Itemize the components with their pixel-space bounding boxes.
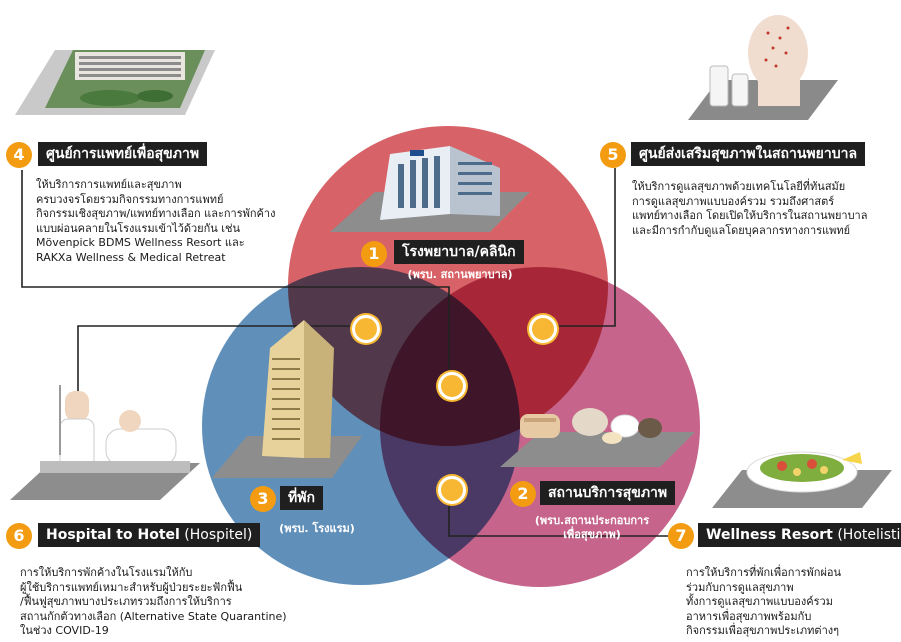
section-7-number: 7 [668,523,694,549]
section-1-number: 1 [361,241,387,267]
section-4-number: 4 [6,142,32,168]
section-3-subtitle: (พรบ. โรงแรม) [279,522,355,535]
spa-items-image [500,408,695,467]
resort-aerial-image [15,50,215,115]
connector-4 [21,170,450,383]
section-5-title: ศูนย์ส่งเสริมสุขภาพในสถานพยาบาล [631,142,866,166]
section-7-line: อาหารเพื่อสุขภาพพร้อมกับ [686,609,812,623]
section-1-subtitle: (พรบ. สถานพยาบาล) [407,268,513,281]
section-4-title: ศูนย์การแพทย์เพื่อสุขภาพ [38,142,208,166]
section-5-number: 5 [600,142,626,168]
section-5-line: แพทย์ทางเลือก โดยเปิดให้บริการในสถานพยาบ… [632,209,868,223]
section-5-description: ให้บริการดูแลสุขภาพด้วยเทคโนโลยีที่ทันสม… [632,180,867,238]
doctor-patient-image [10,385,200,500]
section-4-line: ครบวงจรโดยรวมกิจกรรมทางการแพทย์ [36,192,224,206]
connector-6 [77,325,364,392]
connector-5 [540,168,616,327]
section-6-title-suffix: (Hospitel) [179,527,253,543]
marker-hospital-wellness [529,315,557,343]
marker-center [438,372,466,400]
section-6-title-main: Hospital to Hotel [46,527,180,543]
section-5-line: การดูแลสุขภาพแบบองค์รวม รวมถึงศาสตร์ [632,194,835,208]
section-2-title: สถานบริการสุขภาพ [540,481,676,505]
section-2-number: 2 [510,481,536,507]
section-4-line: RAKXa Wellness & Medical Retreat [36,250,226,264]
salad-bowl-image [712,451,892,508]
section-6-line: ในช่วง COVID-19 [20,624,109,638]
section-7-line: กิจกรรมเพื่อสุขภาพประเภทต่างๆ [686,624,840,638]
section-2-subtitle-line2: เพื่อสุขภาพ) [563,528,621,541]
section-4-line: ให้บริการการแพทย์และสุขภาพ [36,178,182,191]
section-7-title-suffix: (Hotelistic) [837,527,901,543]
section-4-line: กิจกรรมเชิงสุขภาพ/แพทย์ทางเลือก และการพั… [36,207,276,221]
marker-hospitel [352,315,380,343]
hospital-building-image [330,146,530,232]
section-1-title: โรงพยาบาล/คลินิก [394,240,524,264]
section-4-line: แบบผ่อนคลายในโรงแรมเข้าไว้ด้วยกัน เช่น [36,221,241,235]
section-3-number: 3 [250,486,276,512]
section-2-subtitle: (พรบ.สถานประกอบการ เพื่อสุขภาพ) [522,514,662,542]
section-6-line: สถานกักตัวทางเลือก (Alternative State Qu… [20,609,287,623]
section-4-line: Mövenpick BDMS Wellness Resort และ [36,236,245,250]
section-5-line: และมีการกำกับดูแลโดยบุคลากรทางการแพทย์ [632,223,851,237]
section-7-title: Wellness Resort (Hotelistic) [698,523,901,547]
section-2-subtitle-line1: (พรบ.สถานประกอบการ [534,514,650,527]
section-7-title-main: Wellness Resort [706,527,833,543]
marker-hotel-wellness [438,476,466,504]
section-7-line: การให้บริการที่พักเพื่อการพักผ่อน [686,566,842,579]
acupuncture-head-image [688,15,838,120]
section-6-line: /ฟื้นฟูสุขภาพบางประเภทรวมถึงการให้บริการ [20,595,232,609]
section-6-description: การให้บริการพักค้างในโรงแรมให้กับ ผู้ใช้… [20,566,287,639]
hotel-tower-image [212,320,362,478]
section-7-description: การให้บริการที่พักเพื่อการพักผ่อน ร่วมกั… [686,566,841,639]
section-6-line: การให้บริการพักค้างในโรงแรมให้กับ [20,566,193,579]
section-5-line: ให้บริการดูแลสุขภาพด้วยเทคโนโลยีที่ทันสม… [632,180,846,193]
section-6-number: 6 [6,523,32,549]
section-3-title: ที่พัก [280,486,323,510]
section-7-line: ร่วมกับการดูแลสุขภาพ [686,580,794,594]
connector-7 [448,489,668,537]
section-7-line: ทั้งการดูแลสุขภาพแบบองค์รวม [686,595,833,609]
section-6-line: ผู้ใช้บริการแพทย์เหมาะสำหรับผู้ป่วยระยะฟ… [20,580,243,594]
section-4-description: ให้บริการการแพทย์และสุขภาพ ครบวงจรโดยรวม… [36,178,275,266]
section-6-title: Hospital to Hotel (Hospitel) [38,523,261,547]
